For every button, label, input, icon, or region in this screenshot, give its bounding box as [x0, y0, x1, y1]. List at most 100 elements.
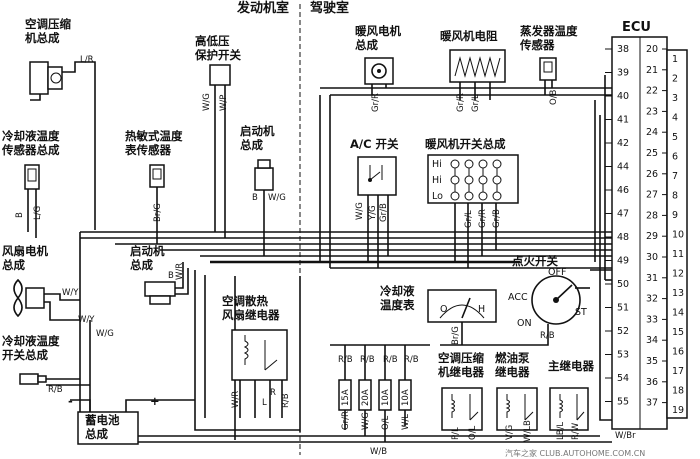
ecu-connector: [666, 49, 688, 419]
wire-w-g-ps: W/G: [202, 93, 212, 111]
connector-pin-13: 13: [672, 288, 684, 299]
ac-switch-label: A/C 开关: [350, 137, 399, 151]
connector-pin-15: 15: [672, 327, 684, 338]
ecu-pin-26: 26: [646, 169, 658, 180]
wire-w-y-fm: W/Y: [62, 288, 79, 298]
wire-b-st: B: [252, 193, 258, 203]
coolant-gauge-label: 冷却液 温度表: [380, 284, 419, 312]
label-line: 风扇继电器: [222, 308, 280, 322]
coolant-gauge: 冷却液 温度表 O H Br/G: [380, 284, 497, 345]
label-line: 总成: [355, 38, 378, 52]
ecu-pin-32: 32: [646, 294, 658, 305]
ecu-pin-52: 52: [617, 326, 629, 337]
connector-pin-11: 11: [672, 249, 684, 260]
wire-r-b-fr: R/B: [281, 393, 291, 408]
blower-switch-grid: [450, 159, 502, 201]
blower-contact: [450, 191, 460, 201]
starter-top-label: 启动机 总成: [240, 124, 279, 152]
starter-top: 启动机 总成 W/G B: [240, 124, 286, 256]
wire-w-l-f: W/L: [401, 414, 411, 430]
wire-r-b-f2: R/B: [360, 355, 375, 365]
wire-w-b-bottom: W/B: [370, 447, 387, 457]
ecu-pin-20: 20: [646, 44, 658, 55]
wire-w-r-sm: W/R: [175, 263, 185, 280]
gauge-o: O: [440, 304, 447, 315]
ignition-acc: ACC: [508, 292, 528, 303]
ecu-pin-54: 54: [617, 373, 629, 384]
blower-contact: [464, 191, 474, 201]
ecu-pin-37: 37: [646, 398, 658, 409]
ecu-pin-39: 39: [617, 68, 629, 79]
label-line: 开关总成: [2, 348, 48, 362]
battery: 蓄电池 总成 - +: [68, 394, 195, 445]
wire-lb-l-mr: LB/L: [556, 422, 566, 440]
starter-mid-label: 启动机 总成: [130, 244, 169, 272]
wire-l-g-cs: L/G: [33, 206, 43, 220]
label-line: 总成: [85, 427, 108, 441]
ecu-pin-41: 41: [617, 115, 629, 126]
connector-pin-16: 16: [672, 347, 684, 358]
connector-pin-14: 14: [672, 308, 684, 319]
wire-v-g-fp: V/G: [505, 425, 515, 440]
connector-pin-9: 9: [672, 210, 678, 221]
label-line: 传感器: [519, 38, 555, 52]
ecu-pin-35: 35: [646, 356, 658, 367]
ac-compressor-label: 空调压缩 机总成: [25, 17, 75, 45]
battery-label: 蓄电池 总成: [85, 413, 124, 441]
connector-pin-6: 6: [672, 152, 678, 163]
wire-w-r-fr: W/R: [231, 391, 241, 408]
ecu-pin-48: 48: [617, 232, 629, 243]
wire-w-g-f: W/G: [361, 412, 371, 430]
label-line: 传感器总成: [1, 143, 60, 157]
fuse-rating: 20A: [361, 389, 371, 406]
wire-o-l-f: O/L: [381, 415, 391, 430]
wire-r-b-f1: R/B: [338, 355, 353, 365]
wire-gr-r-bm: Gr/R: [371, 93, 381, 112]
wire-o-b-evap: O/B: [549, 89, 559, 105]
ecu-pin-55: 55: [617, 397, 629, 408]
wire-gr-r-bs: Gr/R: [478, 209, 488, 228]
evaporator-sensor: 蒸发器温度 传感器 O/B: [519, 24, 582, 105]
label-line: 总成: [2, 258, 25, 272]
label-line: 表传感器: [124, 143, 171, 157]
wire-w-br: W/Br: [615, 431, 636, 441]
connector-pin-18: 18: [672, 386, 684, 397]
wire-l-fr: L: [262, 398, 267, 408]
ecu-pin-33: 33: [646, 314, 658, 325]
coolant-temp-switch: 冷却液温度 开关总成 W/G R/B: [2, 329, 114, 395]
ignition-st: ST: [575, 307, 587, 318]
connector-pin-3: 3: [672, 93, 678, 104]
evaporator-sensor-label: 蒸发器温度 传感器: [519, 24, 582, 52]
ignition-switch[interactable]: 点火开关 OFF ACC ON ST R/B: [440, 254, 590, 346]
fuse-rating: 10A: [401, 389, 411, 406]
wire-w-lb-fp: W/LB: [523, 420, 533, 442]
ac-switch[interactable]: A/C 开关 W/G Y/G Gr/B: [350, 137, 399, 268]
blower-contact: [492, 191, 502, 201]
fuse-rating: 10A: [381, 389, 391, 406]
blower-switch-hi2: Hi: [432, 175, 442, 186]
ecu-pin-28: 28: [646, 210, 658, 221]
ecu-pin-53: 53: [617, 350, 629, 361]
ecu-pin-25: 25: [646, 148, 658, 159]
blower-switch[interactable]: 暖风机开关总成 Hi Hi Lo Gr/L Gr/R Gr/B: [425, 137, 519, 268]
fuses: 15A 20A 10A 10A: [338, 379, 412, 411]
wire-br-g-ts: Br/G: [153, 203, 163, 222]
wire-o-l-cr: O/L: [468, 425, 478, 440]
wire-w-g-cts: W/G: [96, 329, 114, 339]
blower-motor: 暖风电机 总成 Gr/R: [355, 24, 401, 112]
wire-w-y-fm2: W/Y: [78, 315, 95, 325]
thermistor-sensor-label: 热敏式温度 表传感器: [124, 129, 187, 157]
blower-resistor-label: 暖风机电阻: [440, 29, 498, 43]
pressure-switch-label: 高低压 保护开关: [194, 34, 241, 62]
ignition-on: ON: [517, 318, 532, 329]
fuel-pump-relay: 燃油泵 继电器 V/G W/LB: [494, 351, 538, 442]
fuse-rating: 15A: [341, 389, 351, 406]
watermark: 汽车之家 CLUB.AUTOHOME.COM.CN: [505, 448, 645, 458]
coolant-sensor-label: 冷却液温度 传感器总成: [1, 129, 64, 157]
main-relay-label: 主继电器: [548, 359, 594, 373]
wire-gr-l-bs: Gr/L: [464, 210, 474, 228]
